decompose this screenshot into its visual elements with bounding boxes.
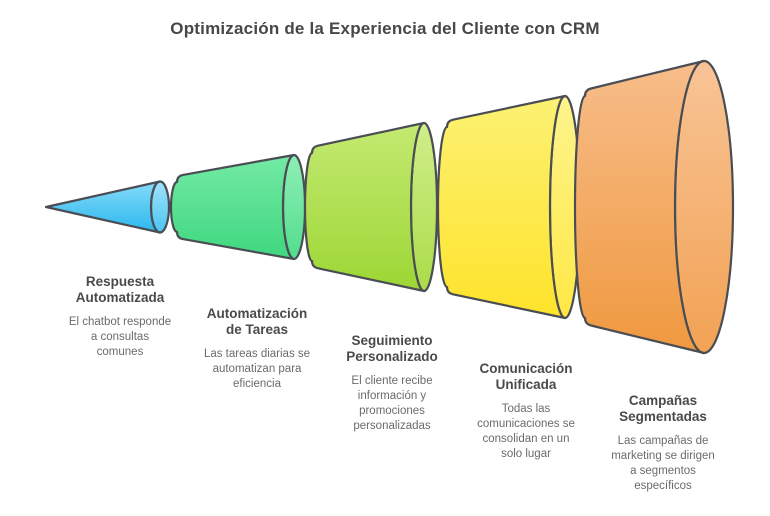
stage-2-body — [169, 153, 296, 261]
stage-4-body — [436, 94, 567, 320]
stage-3-body — [303, 121, 426, 293]
stage-description: Las tareas diarias se automatizan para e… — [203, 348, 311, 390]
stage-heading: Seguimiento Personalizado — [346, 333, 438, 364]
stage-5-body — [573, 59, 706, 355]
stage-label-respuesta-automatizada: Respuesta Automatizada El chatbot respon… — [35, 274, 205, 360]
stage-description: Todas las comunicaciones se consolidan e… — [477, 403, 575, 460]
stage-label-automatizacion-de-tareas: Automatización de Tareas Las tareas diar… — [172, 306, 342, 392]
stage-description: Las campañas de marketing se dirigen a s… — [611, 435, 715, 492]
stage-label-comunicacion-unificada: Comunicación Unificada Todas las comunic… — [441, 361, 611, 462]
stage-description: El cliente recibe información y promocio… — [351, 375, 433, 432]
stage-heading: Automatización de Tareas — [206, 306, 308, 337]
stage-heading: Comunicación Unificada — [479, 361, 573, 392]
stage-heading: Campañas Segmentadas — [619, 393, 707, 424]
stage-heading: Respuesta Automatizada — [75, 274, 165, 305]
diagram-title: Optimización de la Experiencia del Clien… — [170, 19, 600, 38]
stage-1-body — [44, 180, 162, 234]
stage-label-campanas-segmentadas: Campañas Segmentadas Las campañas de mar… — [578, 393, 748, 494]
stage-description: El chatbot responde a consultas comunes — [68, 316, 172, 358]
stage-label-seguimiento-personalizado: Seguimiento Personalizado El cliente rec… — [307, 333, 477, 434]
